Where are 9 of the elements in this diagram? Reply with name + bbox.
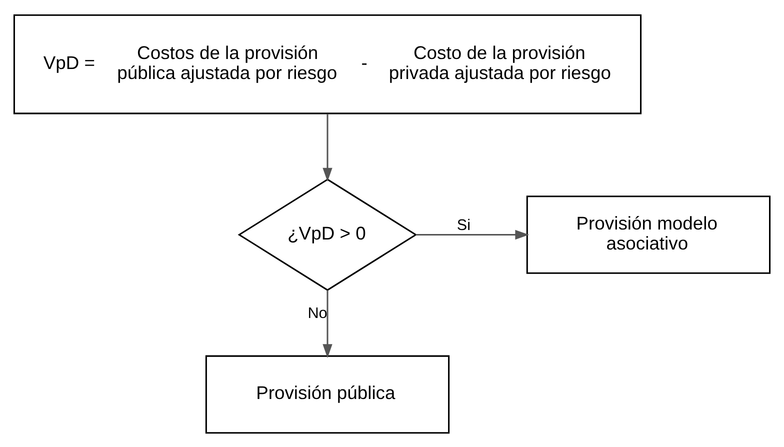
edge-label: Si <box>456 216 471 234</box>
node-box: Provisión modelo asociativo <box>526 195 771 274</box>
node-box: Provisión pública <box>205 354 450 434</box>
node-box: VpD = Costos de la provisión pública ajustada por riesgo - Costo de la provisión privada ajustada por riesgo <box>13 14 642 114</box>
arrow <box>416 229 530 240</box>
arrow <box>322 290 332 358</box>
arrow <box>322 113 332 182</box>
node-diamond: ¿VpD > 0 <box>238 178 418 290</box>
edge-label: No <box>308 304 328 322</box>
